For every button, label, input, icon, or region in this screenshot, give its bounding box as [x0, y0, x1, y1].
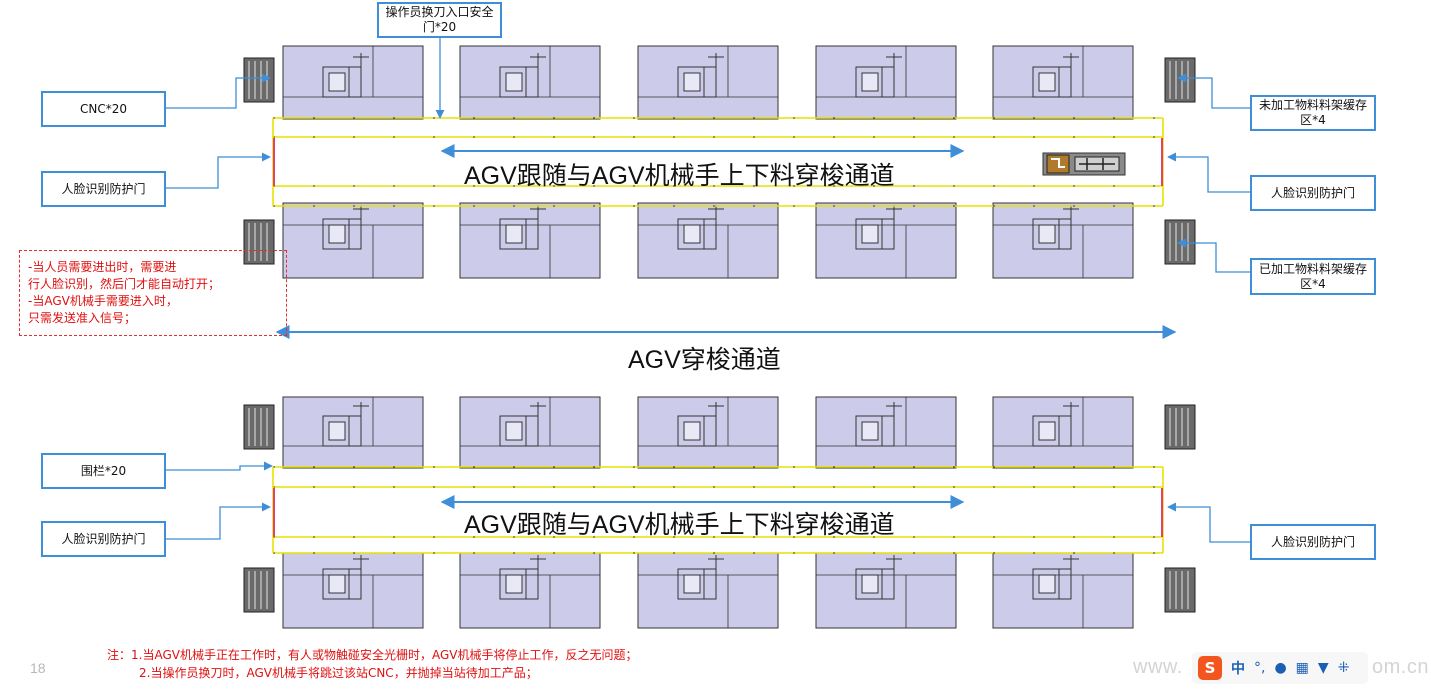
skin-shirt-icon[interactable]: ▼	[1317, 660, 1329, 676]
footnotes: 注：1.当AGV机械手正在工作时，有人或物触碰安全光栅时，AGV机械手将停止工作…	[107, 646, 637, 682]
processed-rack-callout: 已加工物料料架缓存区*4	[1250, 258, 1376, 295]
microphone-icon[interactable]: ●	[1274, 660, 1287, 676]
agv-robot	[1042, 152, 1126, 176]
fences	[272, 117, 1164, 554]
bottom-channel-label: AGV跟随与AGV机械手上下料穿梭通道	[464, 511, 895, 539]
ime-toolbar[interactable]: S 中 °, ● ▦ ▼ ⁜	[1192, 652, 1368, 684]
material-rack	[1164, 404, 1196, 450]
operator-door-callout: 操作员换刀入口安全门*20	[377, 2, 502, 38]
cnc-machine	[815, 45, 957, 120]
cnc-callout: CNC*20	[41, 91, 166, 127]
material-rack	[1164, 219, 1196, 265]
warning-line: -当AGV机械手需要进入时，	[28, 294, 178, 308]
unprocessed-rack-callout: 未加工物料料架缓存区*4	[1250, 95, 1376, 131]
cnc-machine	[282, 552, 424, 629]
cnc-machine	[637, 202, 779, 279]
cnc-machine	[459, 552, 601, 629]
cnc-machine	[282, 396, 424, 469]
face-recognition-warning: -当人员需要进出时，需要进 行人脸识别，然后门才能自动打开； -当AGV机械手需…	[19, 250, 287, 336]
cnc-machine	[637, 45, 779, 120]
fence-callout: 围栏*20	[41, 453, 166, 489]
middle-channel-label: AGV穿梭通道	[628, 346, 781, 374]
cnc-machine	[282, 45, 424, 120]
material-rack	[1164, 57, 1196, 103]
material-rack	[243, 57, 275, 103]
face-door-callout-bottom-right: 人脸识别防护门	[1250, 524, 1376, 560]
material-rack	[243, 219, 275, 265]
ime-language-toggle[interactable]: 中	[1231, 661, 1245, 677]
face-door-callout-top-right: 人脸识别防护门	[1250, 175, 1376, 211]
keyboard-icon[interactable]: ▦	[1295, 660, 1309, 676]
cnc-machine	[282, 202, 424, 279]
watermark-text: www.	[1133, 656, 1183, 678]
material-rack	[243, 404, 275, 450]
punctuation-icon[interactable]: °,	[1254, 660, 1266, 676]
material-rack	[1164, 567, 1196, 613]
warning-line: -当人员需要进出时，需要进	[28, 260, 177, 274]
cnc-machine	[992, 45, 1134, 120]
watermark-text-tail: om.cn	[1372, 656, 1429, 678]
sogou-logo-icon[interactable]: S	[1198, 656, 1222, 680]
footnote-1: 注：1.当AGV机械手正在工作时，有人或物触碰安全光栅时，AGV机械手将停止工作…	[107, 648, 638, 662]
cnc-machine	[459, 396, 601, 469]
cnc-machine	[459, 45, 601, 120]
page-number: 18	[30, 660, 46, 676]
cnc-machine	[459, 202, 601, 279]
material-rack	[243, 567, 275, 613]
face-door-callout-top-left: 人脸识别防护门	[41, 171, 166, 207]
cnc-machine	[992, 396, 1134, 469]
cnc-machine	[815, 396, 957, 469]
cnc-machine	[815, 552, 957, 629]
footnote-2: 2.当操作员换刀时，AGV机械手将跳过该站CNC，并抛掉当站待加工产品；	[139, 666, 538, 680]
cnc-machine	[992, 202, 1134, 279]
warning-line: 只需发送准入信号；	[28, 311, 137, 325]
cnc-machine	[637, 552, 779, 629]
top-channel-label: AGV跟随与AGV机械手上下料穿梭通道	[464, 162, 895, 190]
callout-leaders	[166, 36, 1250, 543]
cnc-machine	[992, 552, 1134, 629]
cnc-machine	[637, 396, 779, 469]
apps-grid-icon[interactable]: ⁜	[1337, 660, 1350, 676]
face-door-callout-bottom-left: 人脸识别防护门	[41, 521, 166, 557]
material-racks	[243, 57, 1196, 613]
cnc-machine	[815, 202, 957, 279]
cnc-machines	[282, 45, 1134, 629]
channel-arrows	[275, 144, 1177, 509]
warning-line: 行人脸识别，然后门才能自动打开；	[28, 277, 221, 291]
